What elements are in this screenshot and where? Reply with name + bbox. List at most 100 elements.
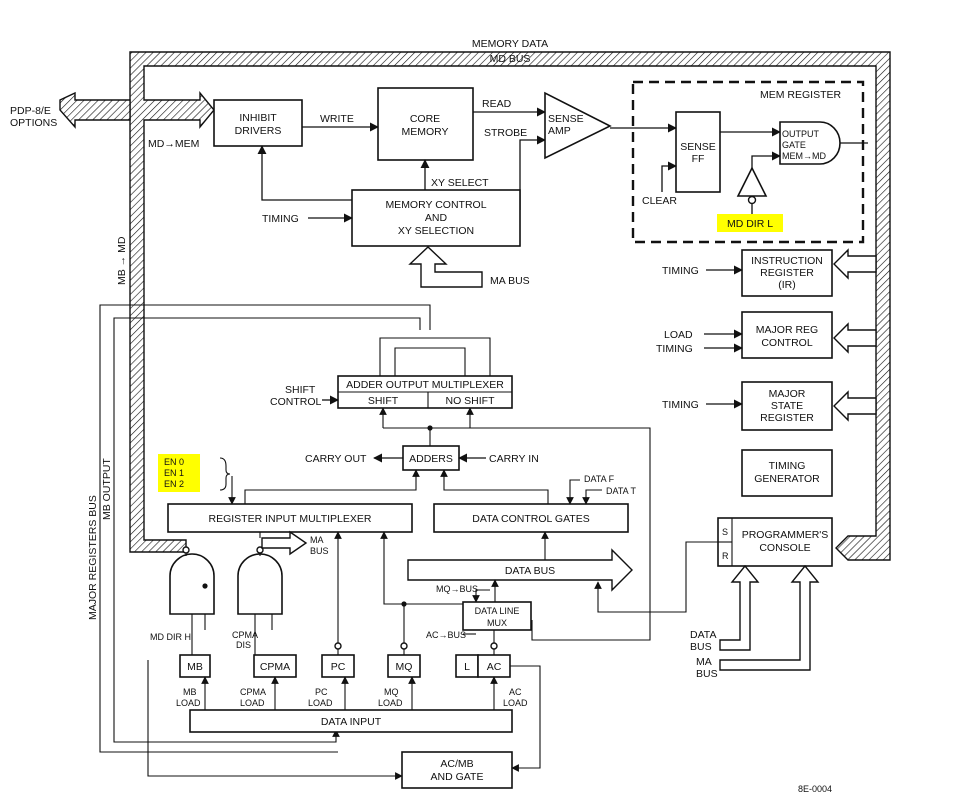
md-dir-nand-gate [169,553,215,615]
console-to-data-bus [594,541,718,613]
data-bus-arrow [407,548,633,592]
sr-r: R [722,551,729,561]
sense-amp-triangle [544,91,612,160]
memory-control-line3: XY SELECTION [398,225,474,237]
major-reg-timing-label: TIMING [656,343,693,355]
mb-output-line [113,317,421,743]
strobe-line [519,135,546,210]
read-label: READ [482,98,512,110]
ac-to-and-gate [510,665,541,772]
mb-md-label: MB → MD [116,236,128,285]
major-reg-load-label: LOAD [664,329,693,341]
register-input-mux-box [167,503,413,533]
sense-ff-line2: FF [692,153,705,165]
mq-bubble [400,642,408,650]
cpma-load-line2: LOAD [240,698,265,708]
nand-junction [202,583,208,589]
sense-ff-box [675,111,721,193]
adders-to-data-line-mux [430,427,651,641]
sense-ff-line1: SENSE [680,141,716,153]
ac-load-line1: AC [509,687,522,697]
console-data-bus-line1: DATA [690,629,716,641]
mux-loop-inner [394,347,466,376]
console-data-bus-input [719,564,760,651]
mb-load-line2: LOAD [176,698,201,708]
mq-bus-line [472,589,490,603]
dcg-to-adders [440,469,549,504]
diagram-title: MEMORY DATA [472,38,548,50]
ir-line2: REGISTER [760,267,814,279]
data-f-label: DATA F [584,474,615,484]
output-gate-line2: GATE [782,140,806,150]
shift-control-line1: SHIFT [285,384,316,396]
mem-control-timing-label: TIMING [262,213,299,225]
mb-to-and-gate [147,660,403,780]
clear-line [661,161,677,192]
ac-mb-line2: AND GATE [431,771,484,783]
no-shift-label: NO SHIFT [446,395,496,407]
console-ma-bus-line1: MA [696,656,712,668]
console-line2: CONSOLE [759,542,810,554]
mux-loop-outer [379,337,491,376]
md-dir-l-label: MD DIR L [727,218,773,230]
major-state-line3: REGISTER [760,412,814,424]
major-reg-control-line2: CONTROL [761,337,812,349]
major-reg-control-line1: MAJOR REG [756,324,818,336]
cpma-nand-gate [237,553,283,615]
pc-load-line2: LOAD [308,698,333,708]
ir-timing-label: TIMING [662,265,699,277]
register-mb-label: MB [187,661,203,673]
xy-select-label: XY SELECT [431,177,489,189]
instruction-register-box [741,249,833,297]
mem-register-frame [631,80,865,244]
buffer-to-gate [751,151,781,168]
major-state-register-box [741,381,833,431]
mem-register-label: MEM REGISTER [760,89,842,101]
core-memory-line1: CORE [410,113,440,125]
data-control-gates-box [433,503,629,533]
memory-control-line1: MEMORY CONTROL [385,199,486,211]
timing-generator-line1: TIMING [769,460,806,472]
core-memory-line2: MEMORY [401,126,448,138]
carry-in-label: CARRY IN [489,453,539,465]
options-label-1: PDP-8/E [10,105,51,117]
timing-generator-line2: GENERATOR [754,473,820,485]
major-state-line1: MAJOR [769,388,806,400]
ma-bus-input-arrow [408,246,483,288]
ma-bus-out-line2: BUS [310,546,329,556]
rim-to-adders [244,469,420,504]
pc-bubble [334,642,342,650]
data-line-mux-box [462,601,532,631]
en-1: EN 1 [164,468,184,478]
major-registers-bus-label: MAJOR REGISTERS BUS [87,495,99,620]
mb-load-line1: MB [183,687,197,697]
register-pc-label: PC [331,661,346,673]
timing-generator-box [741,449,833,497]
register-l-label: L [464,661,470,673]
major-registers-bus-line [99,304,431,753]
data-t-label: DATA T [606,486,637,496]
write-label: WRITE [320,113,354,125]
ir-line1: INSTRUCTION [751,255,823,267]
output-gate-line3: MEM→MD [782,151,826,161]
memory-control-line2: AND [425,212,448,224]
console-ma-bus-input [719,564,820,671]
ac-mb-and-gate-box [401,751,513,789]
register-mb [179,654,211,678]
md-bus-to-major-reg [833,322,877,354]
console-data-bus-line2: BUS [690,641,712,653]
en-2: EN 2 [164,479,184,489]
sense-amp-line1: SENSE [548,113,584,125]
ir-line3: (IR) [778,279,796,291]
inhibit-drivers-box [213,99,303,147]
md-dir-buffer [736,166,768,197]
output-gate-line1: OUTPUT [782,129,820,139]
programmers-console-box [717,517,833,567]
cpma-dis-line2: DIS [236,640,251,650]
data-line-mux-line2: MUX [487,618,507,628]
sr-s: S [722,527,728,537]
shift-label: SHIFT [368,395,399,407]
major-state-timing-label: TIMING [662,399,699,411]
data-bus-label: DATA BUS [505,565,555,577]
adder-output-mux-label: ADDER OUTPUT MULTIPLEXER [346,379,504,391]
